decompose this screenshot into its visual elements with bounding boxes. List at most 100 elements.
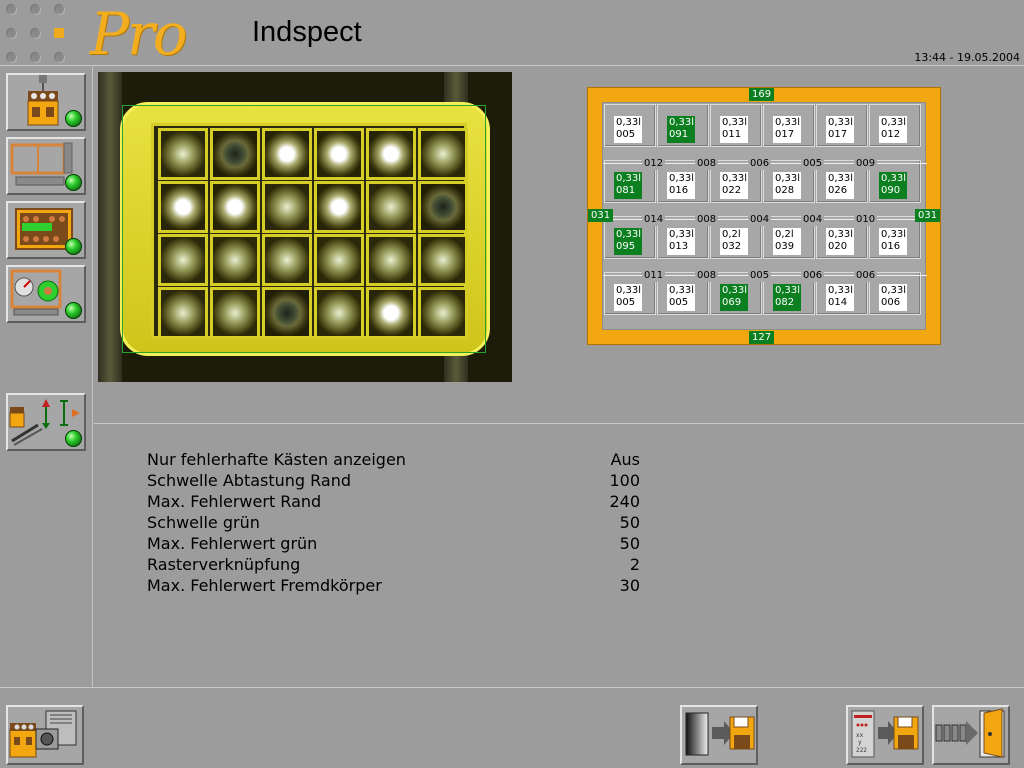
grid-separator-value: 011: [642, 270, 666, 282]
grid-separator-value: 010: [854, 214, 878, 226]
bottle-size: 0,33l: [616, 173, 642, 184]
svg-text:222: 222: [856, 747, 867, 754]
sidebar-button-inspection[interactable]: [6, 73, 86, 131]
parameter-name: Nur fehlerhafte Kästen anzeigen: [147, 450, 406, 469]
parameter-value[interactable]: 50: [619, 534, 640, 553]
exit-button[interactable]: [932, 705, 1010, 765]
bottle-cell-image: [366, 128, 416, 180]
parameter-value[interactable]: Aus: [610, 450, 640, 469]
save-image-icon: [685, 712, 755, 756]
bottle-code: 016: [881, 241, 901, 252]
datetime-display: 13:44 - 19.05.2004: [914, 51, 1020, 64]
bottle-cell-image: [262, 234, 312, 286]
status-led: [65, 110, 82, 127]
camera-adjust-icon: [10, 269, 62, 316]
bottom-toolbar: xx y 222: [0, 687, 1024, 768]
parameter-name: Rasterverknüpfung: [147, 555, 301, 574]
bottle-code: 011: [722, 129, 742, 140]
bottle-cell-image: [158, 287, 208, 339]
bottle-cell-image: [210, 234, 260, 286]
bottle-code: 081: [616, 185, 636, 196]
bottle-size: 0,33l: [828, 285, 854, 296]
parameter-row[interactable]: Nur fehlerhafte Kästen anzeigen Aus: [147, 449, 642, 470]
crate-camera-button[interactable]: [6, 705, 84, 765]
bottle-cell-image: [262, 287, 312, 339]
exit-door-icon: [935, 708, 1005, 758]
grid-separator-value: 005: [801, 158, 825, 170]
parameter-row[interactable]: Max. Fehlerwert Rand 240: [147, 491, 642, 512]
bottle-size: 0,33l: [881, 173, 907, 184]
parameter-row[interactable]: Rasterverknüpfung 2: [147, 554, 642, 575]
parameter-value[interactable]: 100: [609, 471, 640, 490]
parameter-value[interactable]: 240: [609, 492, 640, 511]
grid-separator-value: 006: [854, 270, 878, 282]
bottle-code: 005: [669, 297, 689, 308]
bottle-size: 0,33l: [669, 117, 695, 128]
parameter-value[interactable]: 30: [619, 576, 640, 595]
parameter-value[interactable]: 50: [619, 513, 640, 532]
bottle-cell-image: [418, 287, 468, 339]
save-settings-button[interactable]: xx y 222: [846, 705, 924, 765]
bottle-cell-image: [158, 234, 208, 286]
bottle-size: 0,33l: [828, 173, 854, 184]
bottle-size: 0,33l: [616, 285, 642, 296]
grid-separator-value: 008: [695, 158, 719, 170]
grid-separator-value: 006: [748, 158, 772, 170]
crate-frame-icon: [10, 142, 73, 186]
bottle-cell-image: [210, 287, 260, 339]
svg-text:xx: xx: [856, 732, 864, 739]
bottle-size: 0,2l: [722, 229, 741, 240]
bottle-cell-image: [314, 234, 364, 286]
parameter-value[interactable]: 2: [629, 555, 640, 574]
bottle-code: 090: [881, 185, 901, 196]
bottle-size: 0,33l: [722, 173, 748, 184]
save-image-button[interactable]: [680, 705, 758, 765]
bottle-size: 0,33l: [669, 285, 695, 296]
grid-separator-value: 008: [695, 270, 719, 282]
parameter-name: Max. Fehlerwert Rand: [147, 492, 322, 511]
sidebar-button-grid[interactable]: [6, 201, 86, 259]
sidebar-button-frame[interactable]: [6, 137, 86, 195]
svg-text:y: y: [858, 739, 862, 746]
grid-separator-value: 006: [801, 270, 825, 282]
bottle-code: 091: [669, 129, 689, 140]
bottle-cell-image: [366, 234, 416, 286]
sidebar-button-camera[interactable]: [6, 265, 86, 323]
bottle-cell-image: [158, 128, 208, 180]
bottle-size: 0,33l: [775, 285, 801, 296]
status-led: [65, 238, 82, 255]
edge-count-top-count: 169: [749, 88, 775, 101]
bottle-cell-image: [158, 181, 208, 233]
detection-outline: [122, 105, 486, 353]
bottle-code: 006: [881, 297, 901, 308]
sidebar-button-conveyor[interactable]: [6, 393, 86, 451]
bottle-size: 0,33l: [722, 117, 748, 128]
